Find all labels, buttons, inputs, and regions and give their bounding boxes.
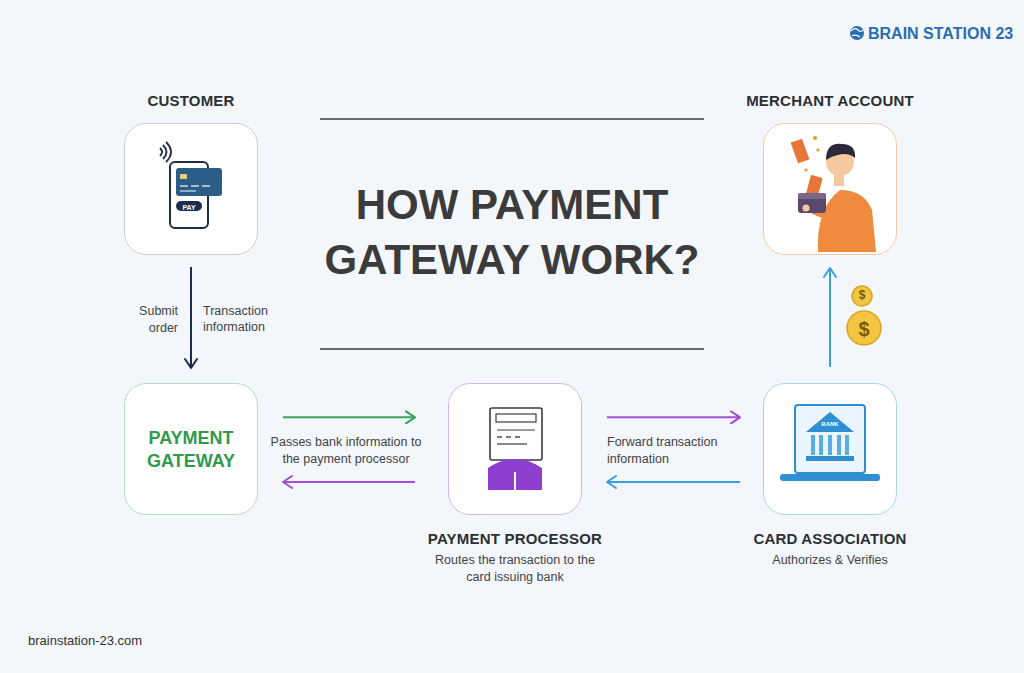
processor-box: PAYMENT PROCESSORRoutes the transaction … bbox=[448, 383, 582, 515]
pay-button-text: PAY bbox=[176, 203, 202, 212]
arrow-head bbox=[824, 268, 836, 277]
arrow-head bbox=[185, 359, 197, 368]
coin-icons bbox=[847, 286, 881, 345]
customer-box: CUSTOMER bbox=[124, 123, 258, 255]
brand-logo: BRAIN STATION 23 bbox=[868, 24, 1018, 45]
bank-sign-text: BANK bbox=[815, 421, 845, 429]
bank-laptop-icon bbox=[780, 405, 880, 481]
card-terminal-icon bbox=[488, 408, 542, 490]
box-description: Routes the transaction to the card issui… bbox=[423, 552, 608, 586]
box-ground bbox=[448, 383, 582, 515]
website-footer: brainstation-23.com bbox=[28, 633, 228, 650]
flow-arrow bbox=[283, 481, 415, 483]
box-ground bbox=[124, 383, 258, 515]
coin-symbol: $ bbox=[852, 288, 872, 304]
card-association-box: CARD ASSOCIATIONAuthorizes & Verifies bbox=[763, 383, 897, 515]
arrow-head bbox=[406, 411, 415, 423]
diagram-title: HOW PAYMENT GATEWAY WORK? bbox=[317, 178, 707, 287]
flow-arrow bbox=[283, 416, 415, 418]
phone-card-icon bbox=[160, 142, 222, 228]
box-ground bbox=[763, 383, 897, 515]
arrow-head bbox=[607, 476, 616, 488]
title-rule bbox=[320, 348, 704, 350]
arrow-head bbox=[731, 411, 740, 423]
box-heading: MERCHANT ACCOUNT bbox=[746, 92, 914, 109]
edge-label: Passes bank information to the payment p… bbox=[262, 434, 430, 468]
flow-note: Transaction information bbox=[203, 303, 283, 336]
edge-label: Forward transaction information bbox=[607, 434, 732, 468]
box-ground bbox=[763, 123, 897, 255]
flow-arrow bbox=[829, 268, 831, 367]
flow-arrow bbox=[607, 481, 740, 483]
merchant-figure bbox=[791, 136, 876, 252]
title-rule bbox=[320, 118, 704, 120]
flow-arrow bbox=[190, 267, 192, 368]
box-description: Authorizes & Verifies bbox=[738, 552, 923, 569]
logo-icon bbox=[850, 26, 864, 40]
box-heading: CARD ASSOCIATION bbox=[753, 530, 906, 547]
box-heading: CUSTOMER bbox=[147, 92, 234, 109]
box-heading: PAYMENT PROCESSOR bbox=[428, 530, 602, 547]
gateway-box: PAYMENT GATEWAY bbox=[124, 383, 258, 515]
merchant-box: MERCHANT ACCOUNT bbox=[763, 123, 897, 255]
coin-symbol: $ bbox=[852, 316, 876, 342]
edge-label: Submit order bbox=[128, 303, 178, 337]
arrow-head bbox=[283, 476, 292, 488]
flow-arrow bbox=[607, 416, 740, 418]
box-label: PAYMENT GATEWAY bbox=[133, 427, 249, 472]
box-ground bbox=[124, 123, 258, 255]
